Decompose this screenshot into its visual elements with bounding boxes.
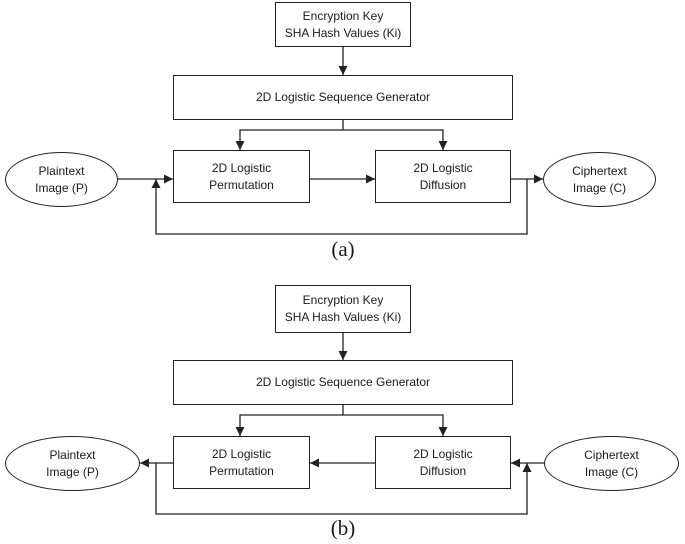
arrow-generator-to-diffusion-a [343, 129, 448, 150]
diffusion-box-b: 2D Logistic Diffusion [375, 436, 511, 489]
diffusion-label-line2: Diffusion [419, 463, 467, 478]
encryption-key-box-a: Encryption Key SHA Hash Values (Ki) [275, 2, 411, 47]
sha-hash-label: SHA Hash Values (Ki) [284, 25, 402, 40]
encryption-key-label: Encryption Key [302, 8, 384, 23]
plaintext-label-line2: Image (P) [46, 464, 99, 479]
sha-hash-label: SHA Hash Values (Ki) [284, 310, 402, 324]
diffusion-label-line2: Diffusion [419, 177, 467, 192]
ciphertext-label-line1: Ciphertext [584, 447, 639, 462]
arrow-generator-to-permutation-a [235, 129, 343, 150]
permutation-box-b: 2D Logistic Permutation [173, 436, 310, 489]
plaintext-image-node-a: Plaintext Image (P) [5, 152, 118, 207]
ciphertext-label-line2: Image (C) [584, 464, 639, 479]
diffusion-label-line1: 2D Logistic [413, 160, 473, 175]
sequence-generator-label: 2D Logistic Sequence Generator [255, 90, 431, 104]
plaintext-label-line2: Image (P) [35, 180, 88, 195]
encryption-key-label: Encryption Key [302, 293, 384, 307]
permutation-label-line1: 2D Logistic [211, 446, 272, 461]
plaintext-label-line1: Plaintext [49, 447, 96, 462]
sequence-generator-box-b: 2D Logistic Sequence Generator [173, 360, 513, 405]
sequence-generator-label: 2D Logistic Sequence Generator [255, 375, 431, 389]
permutation-label-line2: Permutation [209, 463, 274, 478]
permutation-label-line1: 2D Logistic [211, 160, 272, 175]
permutation-label-line2: Permutation [209, 177, 274, 192]
caption-a: (a) [331, 237, 355, 261]
plaintext-image-node-b: Plaintext Image (P) [5, 436, 140, 491]
arrow-generator-to-permutation-b [235, 414, 343, 436]
ciphertext-label-line1: Ciphertext [572, 163, 627, 178]
diffusion-box-a: 2D Logistic Diffusion [375, 150, 511, 203]
arrow-generator-to-diffusion-b [343, 414, 448, 436]
diffusion-label-line1: 2D Logistic [413, 446, 473, 461]
plaintext-label-line1: Plaintext [38, 163, 85, 178]
feedback-loop-b [155, 463, 532, 515]
permutation-box-a: 2D Logistic Permutation [173, 150, 310, 203]
ciphertext-image-node-a: Ciphertext Image (C) [543, 152, 656, 207]
sequence-generator-box-a: 2D Logistic Sequence Generator [173, 75, 513, 120]
ciphertext-image-node-b: Ciphertext Image (C) [544, 436, 679, 491]
caption-b: (b) [330, 516, 356, 540]
ciphertext-label-line2: Image (C) [572, 180, 627, 195]
encryption-key-box-b: Encryption Key SHA Hash Values (Ki) [275, 285, 411, 333]
feedback-loop-a [151, 179, 528, 235]
